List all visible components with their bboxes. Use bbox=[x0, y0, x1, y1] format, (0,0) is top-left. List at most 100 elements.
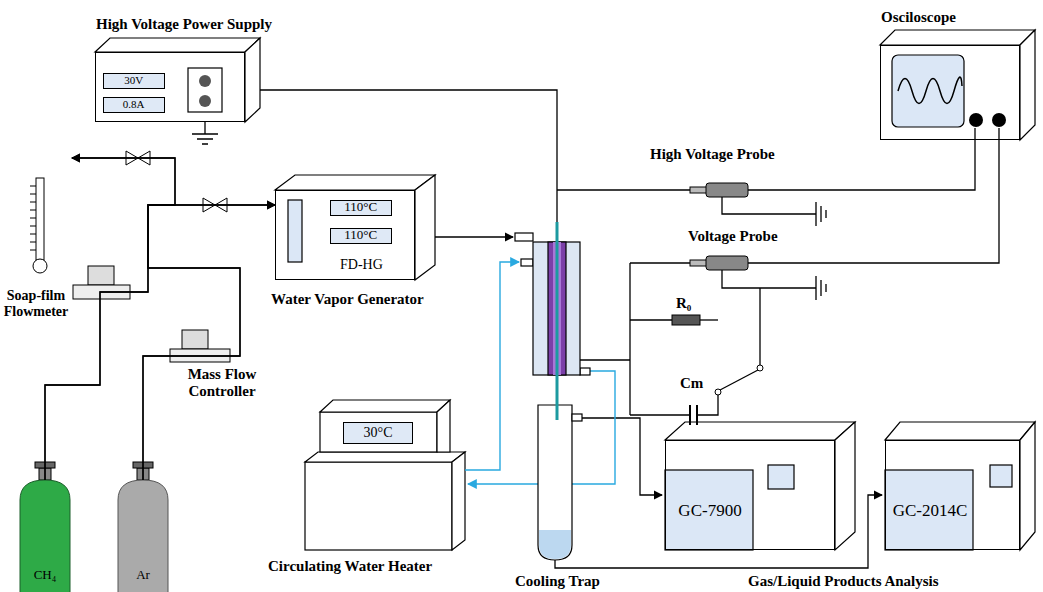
box-top-face bbox=[880, 30, 1035, 45]
box-side-face bbox=[835, 422, 855, 550]
scope-screen bbox=[892, 55, 964, 127]
box-side-face bbox=[437, 400, 450, 452]
switch-blade bbox=[720, 370, 758, 390]
knob-panel bbox=[188, 68, 222, 112]
node-label: 0.8A bbox=[104, 98, 164, 112]
resistor-wire bbox=[700, 319, 718, 320]
part-label: Cooling Trap bbox=[515, 573, 600, 590]
node-label: Water Vapor Generator bbox=[271, 291, 424, 308]
part-label: R₀ bbox=[676, 295, 691, 312]
probe-body bbox=[706, 256, 748, 270]
switch-pivot bbox=[715, 389, 721, 395]
gas-cylinder bbox=[118, 480, 168, 592]
display-readout: 110°C bbox=[330, 228, 392, 244]
ground-electrode-wire bbox=[580, 359, 630, 360]
node-label: Circulating Water Heater bbox=[268, 558, 432, 575]
node-label: CH₄ bbox=[20, 568, 70, 583]
switch-contact bbox=[757, 365, 763, 371]
part-label: Gas/Liquid Products Analysis bbox=[748, 573, 939, 590]
vapor-feed bbox=[435, 236, 513, 237]
soap-film-flowmeter: Soap-film Flowmeter bbox=[0, 150, 72, 320]
resistor-symbol bbox=[672, 315, 700, 325]
gas-cylinder: Ar bbox=[118, 480, 168, 592]
gas-chromatograph: GC-2014C bbox=[885, 440, 1020, 550]
knob bbox=[199, 75, 211, 87]
gas-cylinder bbox=[20, 480, 70, 592]
box-top-face bbox=[665, 422, 855, 440]
flowmeter-tube bbox=[36, 178, 44, 260]
display-readout: 30°C bbox=[343, 422, 413, 444]
gas-chromatograph: GC-7900 bbox=[665, 440, 835, 550]
gas-line bbox=[72, 158, 240, 480]
water-outlet bbox=[580, 368, 590, 375]
node-label: 30V bbox=[104, 74, 164, 88]
part-label: Voltage Probe bbox=[688, 228, 778, 245]
node-label: Soap-film Flowmeter bbox=[0, 288, 72, 320]
scope-input bbox=[969, 113, 983, 127]
scale-tick bbox=[30, 226, 36, 227]
scale-tick bbox=[30, 202, 36, 203]
node-label: 110°C bbox=[331, 201, 391, 215]
ground-symbol bbox=[816, 276, 826, 300]
mass-flow-controller bbox=[182, 330, 208, 349]
scope-input bbox=[992, 113, 1006, 127]
capacitor-wire bbox=[630, 414, 690, 415]
box-side-face bbox=[245, 38, 260, 122]
ground-symbol bbox=[192, 122, 218, 144]
part-label: High Voltage Probe bbox=[650, 146, 775, 163]
ground-symbol bbox=[816, 202, 826, 226]
oscilloscope: Osciloscope bbox=[880, 45, 1020, 140]
flowmeter-scale bbox=[30, 186, 36, 250]
hv-probe-cable bbox=[748, 128, 975, 190]
mass-flow-controller bbox=[88, 266, 114, 285]
box-top-face bbox=[305, 452, 465, 462]
box-side-face bbox=[415, 175, 435, 280]
probe-tip bbox=[690, 187, 708, 193]
switch-ground-wire bbox=[759, 288, 760, 365]
node-label: GC-2014C bbox=[886, 471, 974, 551]
box-top-face bbox=[320, 400, 450, 412]
capacitor-wire bbox=[697, 395, 718, 415]
hv-wire bbox=[260, 90, 557, 224]
gc-window bbox=[990, 465, 1012, 487]
gas-cylinder: CH₄ bbox=[20, 480, 70, 592]
heater-head bbox=[320, 412, 437, 452]
node-label: 30°C bbox=[344, 423, 412, 443]
node-sublabel: FD-HG bbox=[340, 257, 383, 273]
resistor-wire bbox=[630, 319, 672, 320]
electrode-rod bbox=[556, 222, 559, 420]
heater-base bbox=[305, 462, 452, 550]
measure-bus bbox=[629, 263, 630, 415]
box-top-face bbox=[275, 175, 435, 190]
probe-tip bbox=[690, 260, 708, 266]
node-label: Ar bbox=[118, 568, 168, 583]
box-top-face bbox=[95, 38, 260, 52]
scope-trace bbox=[898, 77, 962, 103]
vapor-inlet bbox=[515, 233, 533, 241]
scale-tick bbox=[30, 234, 36, 235]
trap-liquid bbox=[539, 530, 571, 559]
probe-ground-wire bbox=[722, 270, 816, 288]
node-label: GC-7900 bbox=[666, 471, 754, 551]
probe-body bbox=[706, 183, 748, 197]
scale-tick bbox=[30, 194, 36, 195]
cooling-water-line bbox=[465, 262, 519, 470]
water-vapor-generator: Water Vapor GeneratorFD-HG110°C110°C bbox=[275, 190, 415, 280]
display-readout: 110°C bbox=[330, 200, 392, 216]
knob bbox=[199, 95, 211, 107]
display-readout: 0.8A bbox=[103, 97, 165, 113]
scale-tick bbox=[30, 218, 36, 219]
trap-outlet bbox=[572, 414, 582, 421]
scale-tick bbox=[30, 210, 36, 211]
flowmeter-bulb bbox=[33, 259, 47, 273]
probe-ground-wire bbox=[722, 197, 816, 214]
circulating-water-heater: Circulating Water Heater30°C bbox=[305, 400, 465, 550]
gc-panel bbox=[665, 470, 753, 550]
gc-window bbox=[768, 465, 794, 489]
node-label: Osciloscope bbox=[881, 9, 956, 26]
node-label: High Voltage Power Supply bbox=[96, 16, 272, 33]
capacitor-symbol bbox=[690, 405, 697, 425]
